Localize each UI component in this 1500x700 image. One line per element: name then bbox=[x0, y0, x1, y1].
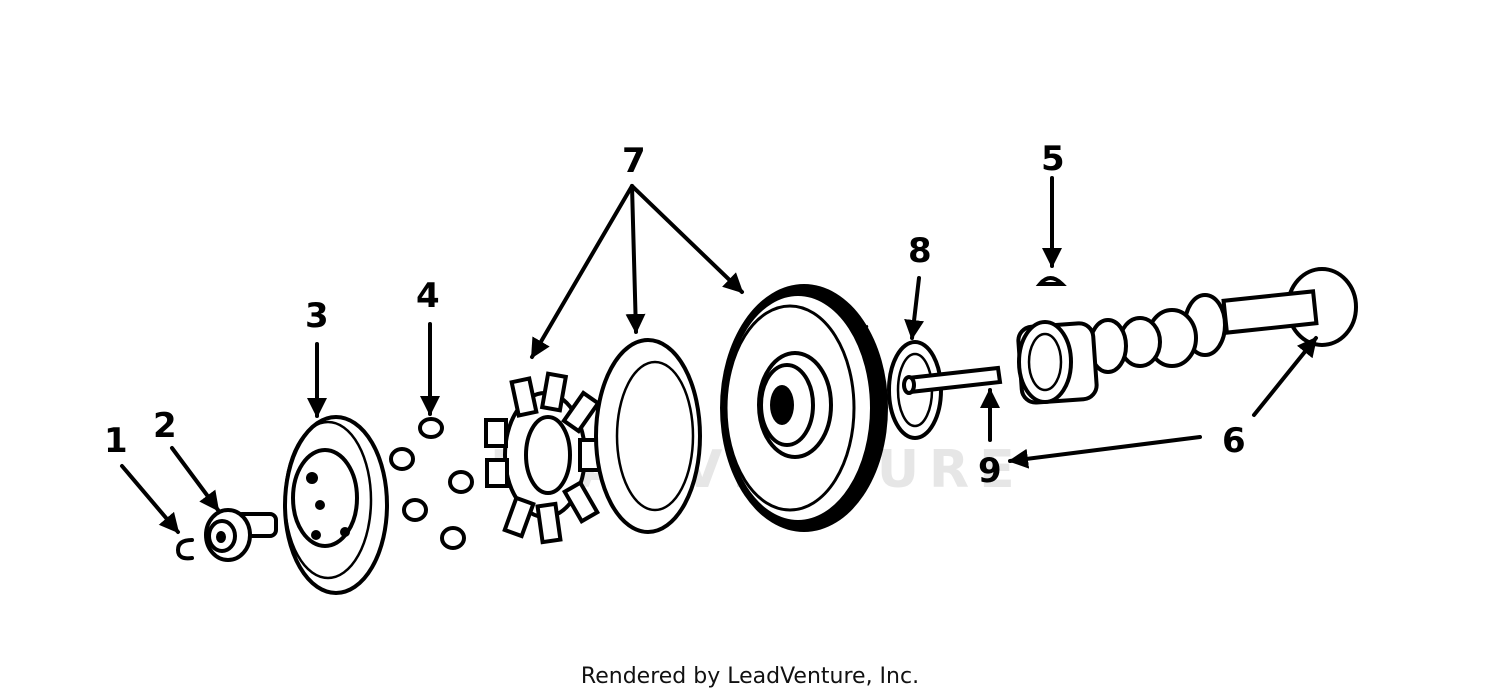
callout-3: 3 bbox=[305, 296, 329, 336]
part-5-key bbox=[1035, 276, 1067, 286]
part-3-disc bbox=[283, 415, 389, 595]
callout-9: 9 bbox=[978, 451, 1002, 491]
part-7-gear bbox=[720, 284, 888, 532]
callout-4: 4 bbox=[416, 276, 440, 316]
callout-6: 6 bbox=[1222, 421, 1246, 461]
leader-lines bbox=[120, 176, 1318, 534]
part-1-clip bbox=[175, 538, 194, 561]
callout-2: 2 bbox=[153, 406, 177, 446]
callout-1: 1 bbox=[104, 421, 128, 461]
part-6-camshaft bbox=[1016, 267, 1358, 405]
credit-text: Rendered by LeadVenture, Inc. bbox=[580, 664, 920, 689]
callout-8: 8 bbox=[908, 231, 932, 271]
callout-7: 7 bbox=[622, 141, 646, 181]
callout-5: 5 bbox=[1041, 139, 1065, 179]
part-7-washer bbox=[594, 338, 702, 534]
part-7-spider bbox=[484, 371, 602, 545]
part-4-balls bbox=[389, 417, 474, 550]
part-2-bolt bbox=[204, 508, 278, 562]
part-9-pin bbox=[902, 365, 1003, 395]
